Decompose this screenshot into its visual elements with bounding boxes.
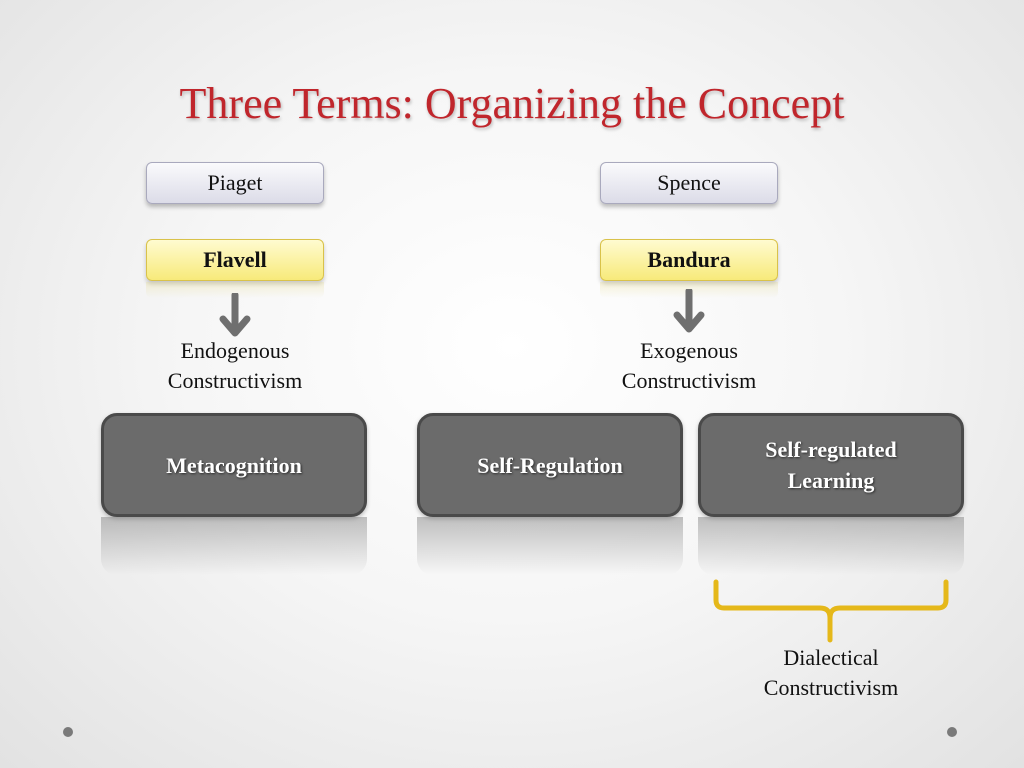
- down-arrow-icon-right: [673, 289, 705, 333]
- spence-box: Spence: [600, 162, 778, 204]
- dialectical-label-line1: Dialectical: [783, 645, 879, 670]
- corner-dot-icon-left: [63, 727, 73, 737]
- endogenous-label: Endogenous Constructivism: [120, 336, 350, 396]
- exogenous-label-line1: Exogenous: [640, 338, 738, 363]
- self-regulated-learning-reflection: [698, 517, 964, 575]
- metacognition-reflection: [101, 517, 367, 575]
- down-arrow-icon-left: [219, 293, 251, 337]
- flavell-box: Flavell: [146, 239, 324, 281]
- metacognition-label: Metacognition: [166, 452, 302, 478]
- srl-label-line1: Self-regulated: [765, 437, 897, 462]
- self-regulation-label: Self-Regulation: [477, 452, 623, 478]
- piaget-box: Piaget: [146, 162, 324, 204]
- exogenous-label-line2: Constructivism: [621, 368, 757, 393]
- self-regulation-reflection: [417, 517, 683, 575]
- metacognition-box: Metacognition: [101, 413, 367, 517]
- endogenous-label-line2: Constructivism: [167, 368, 303, 393]
- bandura-box: Bandura: [600, 239, 778, 281]
- dialectical-label: Dialectical Constructivism: [716, 643, 946, 703]
- slide-title: Three Terms: Organizing the Concept: [179, 79, 845, 128]
- dialectical-label-line2: Constructivism: [763, 675, 899, 700]
- corner-dot-icon-right: [947, 727, 957, 737]
- self-regulation-box: Self-Regulation: [417, 413, 683, 517]
- self-regulated-learning-box: Self-regulated Learning: [698, 413, 964, 517]
- exogenous-label: Exogenous Constructivism: [574, 336, 804, 396]
- srl-label-line2: Learning: [787, 468, 875, 493]
- flavell-box-reflection: [146, 282, 324, 298]
- endogenous-label-line1: Endogenous: [180, 338, 290, 363]
- curly-bracket-icon: [713, 579, 949, 643]
